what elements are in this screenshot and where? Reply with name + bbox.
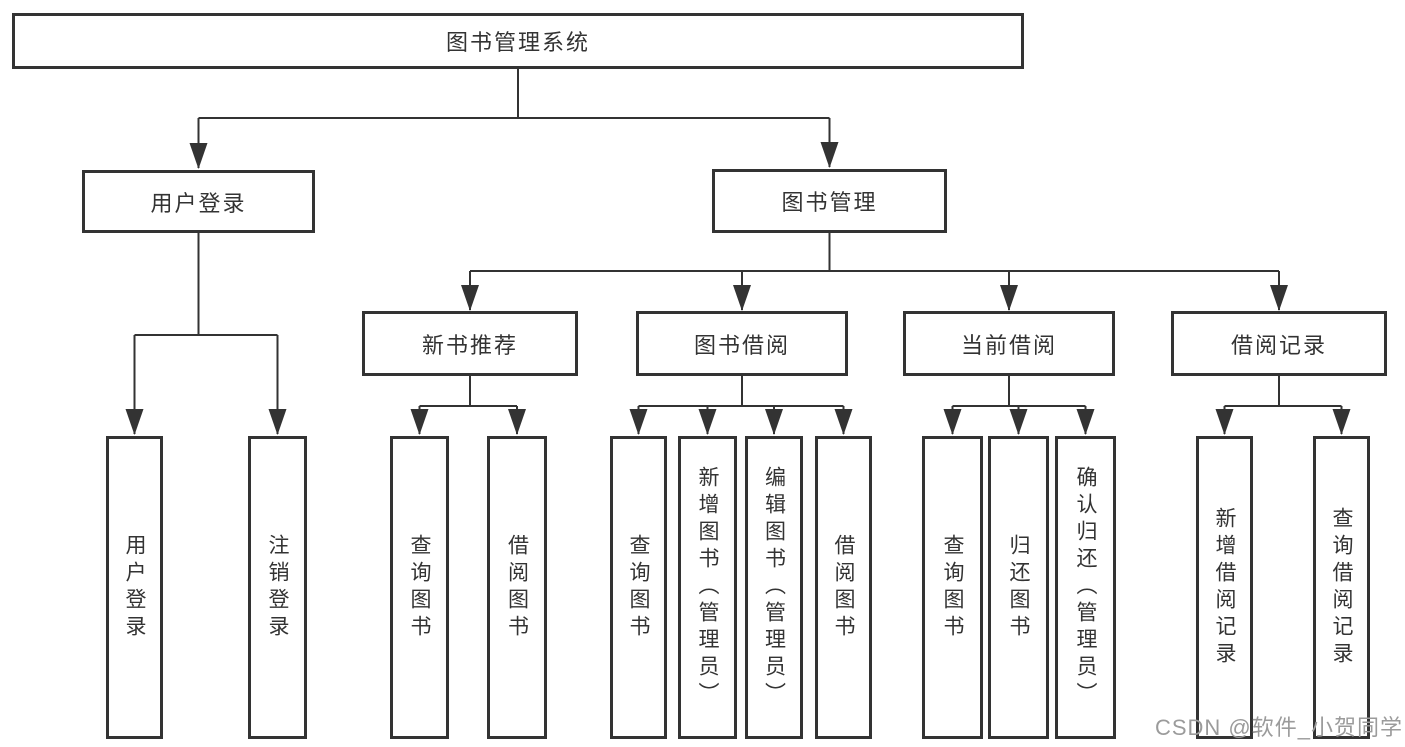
node-leaf-add-books-admin: 新增图书（管理员）: [678, 436, 737, 739]
node-user-login-label: 用户登录: [150, 190, 247, 216]
node-user-login: 用户登录: [82, 170, 315, 233]
node-leaf-borrow-books-2-label: 借阅图书: [832, 533, 855, 642]
node-leaf-confirm-return-admin-label: 确认归还（管理员）: [1074, 466, 1097, 709]
node-leaf-confirm-return-admin: 确认归还（管理员）: [1055, 436, 1116, 739]
node-leaf-query-books-1: 查询图书: [390, 436, 449, 739]
node-book-borrow: 图书借阅: [636, 311, 848, 376]
node-leaf-query-books-2: 查询图书: [610, 436, 667, 739]
node-leaf-edit-books-admin: 编辑图书（管理员）: [745, 436, 803, 739]
node-root: 图书管理系统: [12, 13, 1024, 69]
node-leaf-borrow-books-1-label: 借阅图书: [505, 533, 529, 642]
node-borrow-records-label: 借阅记录: [1230, 332, 1327, 358]
node-borrow-records: 借阅记录: [1171, 311, 1387, 376]
node-leaf-query-books-3-label: 查询图书: [941, 533, 964, 642]
node-leaf-query-borrow-record: 查询借阅记录: [1313, 436, 1370, 739]
node-leaf-logout: 注销登录: [248, 436, 307, 739]
node-leaf-add-borrow-record: 新增借阅记录: [1196, 436, 1253, 739]
connector-arrows: [125, 118, 1351, 435]
node-leaf-return-books-label: 归还图书: [1007, 533, 1030, 642]
node-leaf-edit-books-admin-label: 编辑图书（管理员）: [762, 466, 786, 709]
node-leaf-user-login: 用户登录: [106, 436, 163, 739]
node-new-book-recommend-label: 新书推荐: [421, 332, 518, 358]
node-book-management-label: 图书管理: [781, 190, 878, 215]
node-leaf-logout-label: 注销登录: [266, 533, 289, 642]
node-leaf-add-books-admin-label: 新增图书（管理员）: [696, 466, 719, 709]
node-leaf-query-books-2-label: 查询图书: [627, 533, 650, 642]
connector-lines: [134, 69, 1342, 407]
node-current-borrow: 当前借阅: [903, 311, 1115, 376]
node-book-borrow-label: 图书借阅: [693, 332, 790, 358]
node-current-borrow-label: 当前借阅: [960, 332, 1057, 358]
node-book-management: 图书管理: [712, 169, 947, 233]
node-leaf-add-borrow-record-label: 新增借阅记录: [1213, 506, 1236, 669]
node-leaf-borrow-books-2: 借阅图书: [815, 436, 872, 739]
node-leaf-query-borrow-record-label: 查询借阅记录: [1330, 506, 1353, 669]
csdn-watermark: CSDN @软件_小贺同学: [1154, 715, 1403, 740]
node-leaf-borrow-books-1: 借阅图书: [487, 436, 547, 739]
node-leaf-query-books-1-label: 查询图书: [408, 533, 431, 642]
node-new-book-recommend: 新书推荐: [362, 311, 578, 376]
node-root-label: 图书管理系统: [445, 30, 590, 55]
node-leaf-return-books: 归还图书: [988, 436, 1049, 739]
node-leaf-user-login-label: 用户登录: [123, 533, 146, 642]
node-leaf-query-books-3: 查询图书: [922, 436, 983, 739]
